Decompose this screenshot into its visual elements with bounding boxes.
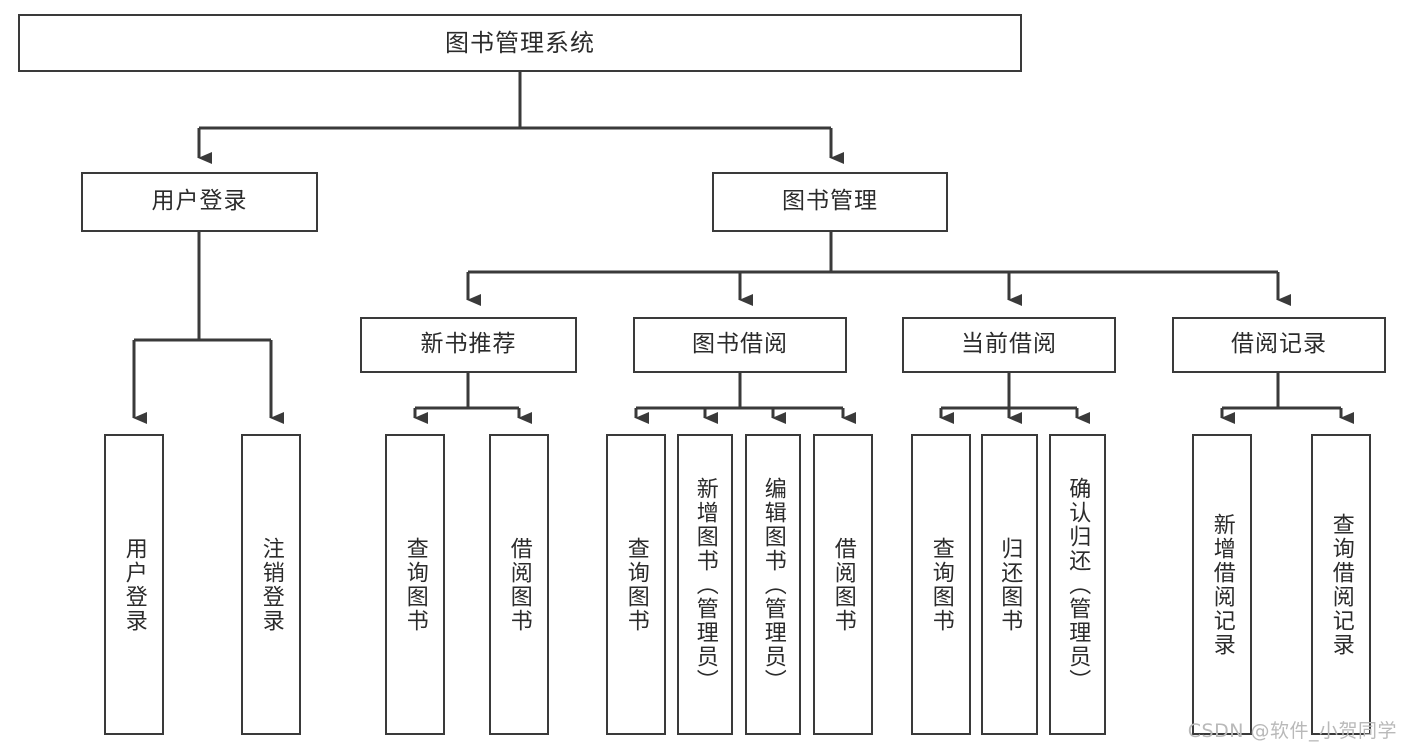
leaf-add-borrow-record[interactable]: 新增借阅记录	[1192, 434, 1252, 735]
node-label: 新增图书（管理员）	[692, 476, 718, 693]
node-label: 归还图书	[997, 536, 1023, 633]
node-label: 查询图书	[402, 536, 428, 633]
node-label: 借阅图书	[506, 536, 532, 633]
node-label: 查询图书	[623, 536, 649, 633]
leaf-query-book-current[interactable]: 查询图书	[911, 434, 971, 735]
node-label: 新增借阅记录	[1209, 512, 1235, 657]
node-label: 编辑图书（管理员）	[760, 476, 786, 693]
node-user-login[interactable]: 用户登录	[81, 172, 318, 232]
node-current-borrow[interactable]: 当前借阅	[902, 317, 1116, 373]
leaf-query-book-recommend[interactable]: 查询图书	[385, 434, 445, 735]
leaf-query-book-borrow[interactable]: 查询图书	[606, 434, 666, 735]
leaf-user-login[interactable]: 用户登录	[104, 434, 164, 735]
node-borrow-record[interactable]: 借阅记录	[1172, 317, 1386, 373]
leaf-confirm-return-admin[interactable]: 确认归还（管理员）	[1049, 434, 1106, 735]
watermark-text: CSDN @软件_小贺同学	[1187, 720, 1397, 742]
node-new-book-recommend[interactable]: 新书推荐	[360, 317, 577, 373]
leaf-query-borrow-record[interactable]: 查询借阅记录	[1311, 434, 1371, 735]
leaf-borrow-book[interactable]: 借阅图书	[813, 434, 873, 735]
node-label: 用户登录	[121, 536, 147, 633]
node-label: 查询图书	[928, 536, 954, 633]
node-label: 注销登录	[258, 536, 284, 633]
node-label: 用户登录	[151, 188, 248, 215]
leaf-return-book[interactable]: 归还图书	[981, 434, 1038, 735]
node-label: 图书借阅	[692, 331, 788, 358]
node-label: 新书推荐	[420, 331, 517, 358]
node-label: 当前借阅	[961, 331, 1057, 358]
node-label: 借阅记录	[1231, 331, 1327, 358]
leaf-borrow-book-recommend[interactable]: 借阅图书	[489, 434, 549, 735]
leaf-add-book-admin[interactable]: 新增图书（管理员）	[677, 434, 733, 735]
leaf-edit-book-admin[interactable]: 编辑图书（管理员）	[745, 434, 801, 735]
node-book-manage[interactable]: 图书管理	[712, 172, 948, 232]
node-book-borrow[interactable]: 图书借阅	[633, 317, 847, 373]
node-label: 图书管理	[782, 188, 878, 215]
node-label: 确认归还（管理员）	[1065, 476, 1091, 693]
node-label: 借阅图书	[830, 536, 856, 633]
node-root-system[interactable]: 图书管理系统	[18, 14, 1022, 72]
leaf-logout-login[interactable]: 注销登录	[241, 434, 301, 735]
node-label: 查询借阅记录	[1328, 512, 1354, 657]
node-label: 图书管理系统	[445, 28, 595, 57]
